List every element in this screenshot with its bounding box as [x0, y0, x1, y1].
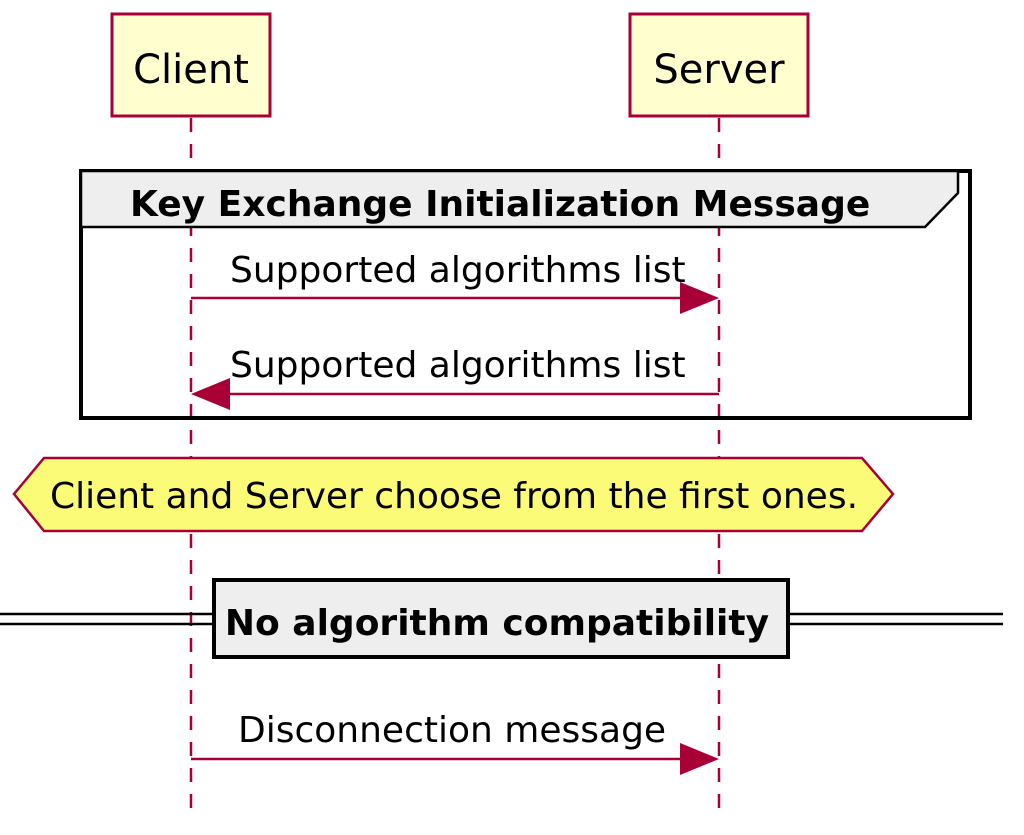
participant-client: Client	[110, 12, 272, 118]
group-frame: Key Exchange Initialization Message	[79, 169, 972, 420]
group-title: Key Exchange Initialization Message	[130, 184, 870, 225]
participant-client-label: Client	[133, 47, 249, 93]
note-hexagon: Client and Server choose from the first …	[12, 456, 895, 533]
message-3: Disconnection message	[191, 710, 719, 775]
divider-box	[212, 578, 790, 659]
participant-server-label: Server	[653, 47, 785, 93]
arrowhead-right	[680, 282, 719, 314]
group-header-tab	[79, 169, 960, 229]
divider-text: No algorithm compatibility	[225, 603, 769, 644]
message-1-label: Supported algorithms list	[230, 250, 686, 291]
message-3-label: Disconnection message	[238, 710, 666, 751]
message-2: Supported algorithms list	[191, 345, 719, 410]
message-2-label: Supported algorithms list	[230, 345, 686, 386]
note-text: Client and Server choose from the first …	[50, 476, 858, 517]
participant-server: Server	[628, 12, 810, 118]
arrowhead-left	[191, 378, 230, 410]
message-1: Supported algorithms list	[191, 250, 719, 314]
divider: No algorithm compatibility	[0, 578, 1003, 659]
arrowhead-right	[680, 743, 719, 775]
